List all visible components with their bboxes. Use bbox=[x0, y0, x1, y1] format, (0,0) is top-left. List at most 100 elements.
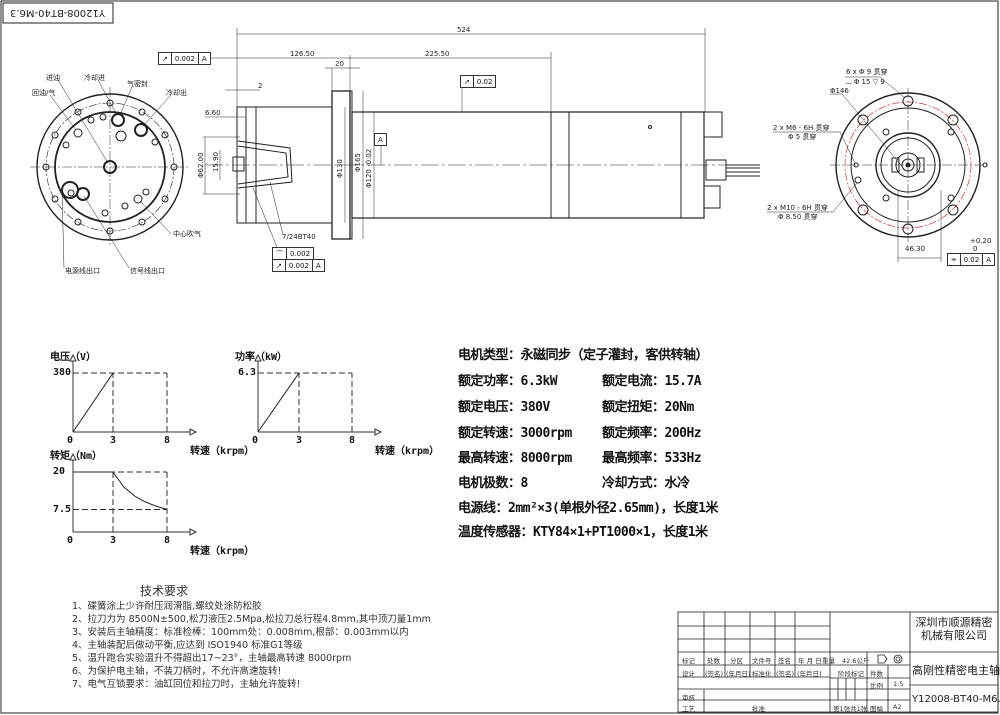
tb-cell: (年月日) bbox=[797, 670, 822, 678]
series-line-falloff bbox=[112, 471, 168, 510]
requirement-item: 6、为保护电主轴，不装刀柄时，不允许高速旋转! bbox=[72, 666, 282, 677]
dim-d130: Φ130 bbox=[336, 159, 344, 178]
x-axis-arrow bbox=[189, 528, 198, 536]
series-line-rising bbox=[257, 372, 300, 433]
dim-d165: Φ165 bbox=[354, 153, 362, 172]
tb-size: A2 bbox=[893, 703, 902, 711]
tb-cell: 标准化 bbox=[752, 670, 772, 678]
tol-value: 0.002 bbox=[286, 260, 313, 271]
series-line-rising bbox=[72, 372, 114, 433]
spec-temp-sensor: 温度传感器：KTY84×1+PT1000×1，长度1米 bbox=[458, 525, 708, 540]
dim-step: 2 bbox=[258, 82, 263, 90]
spec-item: 冷却方式：水冷 bbox=[602, 476, 690, 491]
tb-cell: (年月日) bbox=[726, 670, 751, 678]
corner-number-box bbox=[2, 2, 114, 24]
spec-item: 额定功率：6.3kW bbox=[458, 374, 558, 389]
x-tick-label: 8 bbox=[164, 535, 171, 546]
tb-scale: 1:5 bbox=[893, 680, 904, 688]
tb-header: 签名 bbox=[778, 657, 791, 665]
corner-drawing-number: Y12008-BT40-M6.3 bbox=[10, 7, 106, 18]
label-center-air: 中心吹气 bbox=[173, 230, 201, 238]
chart-title: 功率（kW） bbox=[235, 352, 288, 363]
tb-company: 深圳市顺源精密机械有限公司 bbox=[915, 616, 993, 642]
y-tick-label: 20 bbox=[53, 466, 66, 477]
x-tick-label: 0 bbox=[67, 435, 74, 446]
runout-icon: ↗ bbox=[461, 76, 474, 87]
spec-item: 额定电压：380V bbox=[458, 400, 550, 415]
dim-width-lower: 0 bbox=[973, 245, 978, 253]
tb-quantity: 件数 bbox=[870, 670, 883, 678]
x-axis-arrow bbox=[374, 428, 383, 436]
spec-power-cable: 电源线：2mm²×3(单根外径2.65mm)，长度1米 bbox=[458, 501, 718, 516]
x-axis-label: 转速（krpm） bbox=[190, 546, 255, 557]
label-cool-out: 冷却出 bbox=[166, 89, 187, 97]
dim-overall: 524 bbox=[457, 26, 471, 34]
tb-process: 工艺 bbox=[682, 705, 695, 713]
dim-front: 126.50 bbox=[290, 50, 315, 58]
tb-header: 分区 bbox=[730, 657, 743, 665]
dim-nose-dia: Φ62.00 bbox=[197, 152, 205, 178]
tol-datum: A bbox=[201, 54, 207, 63]
symmetry-icon: ⌯ bbox=[948, 254, 961, 265]
tb-header: 年 月 日 bbox=[798, 657, 822, 665]
label-oil-in: 进油 bbox=[46, 74, 60, 82]
tb-review: 审核 bbox=[682, 694, 695, 702]
tb-sheet: 第1张共1张 bbox=[833, 705, 868, 713]
tb-cell: (签名) bbox=[705, 670, 724, 678]
x-tick-label: 8 bbox=[349, 435, 356, 446]
tol-value: 0.02 bbox=[961, 254, 984, 265]
tb-product: 高刚性精密电主轴 bbox=[912, 664, 1000, 677]
dim-key: 15.90 bbox=[212, 151, 220, 172]
spec-item: 最高频率：533Hz bbox=[602, 451, 702, 466]
tb-scale-label: 比例 bbox=[870, 682, 883, 690]
tb-size-label: 图幅 bbox=[870, 705, 883, 713]
dim-width: 46.30 bbox=[905, 245, 926, 253]
label-m6-drill: Φ 5 贯穿 bbox=[788, 133, 817, 141]
label-oil-return: 回油/气 bbox=[32, 89, 56, 97]
requirement-item: 7、电气互锁要求：油缸回位和拉刀时，主轴允许旋转! bbox=[72, 679, 301, 690]
spec-item: 额定电流：15.7A bbox=[602, 374, 702, 389]
y-axis-arrow bbox=[254, 353, 262, 362]
dim-width-upper: +0.20 bbox=[970, 237, 992, 245]
dim-rear: 225.50 bbox=[425, 50, 450, 58]
spec-type: 电机类型：永磁同步（定子灌封，客供转轴） bbox=[458, 348, 709, 363]
tol-datum: A bbox=[315, 261, 321, 270]
x-tick-label: 0 bbox=[252, 435, 259, 446]
runout-icon: ↗ bbox=[159, 53, 172, 64]
tb-cell: (签名) bbox=[776, 670, 795, 678]
x-axis-arrow bbox=[189, 428, 198, 436]
x-tick-label: 8 bbox=[164, 435, 171, 446]
x-tick-label: 3 bbox=[110, 535, 117, 546]
requirement-item: 2、拉刀力为 8500N±500,松刀液压2.5Mpa,松拉刀总行程4.8mm,… bbox=[72, 614, 431, 625]
spec-item: 最高转速：8000rpm bbox=[458, 451, 572, 466]
tb-approve: 批准 bbox=[752, 705, 765, 713]
dim-taper: 7/24BT40 bbox=[282, 233, 316, 241]
left-end-view bbox=[30, 79, 190, 269]
tol-value: 0.002 bbox=[172, 53, 199, 64]
label-pcd: Φ146 bbox=[830, 87, 849, 95]
label-cool-in: 冷却进 bbox=[84, 74, 105, 82]
chart-title: 转矩（Nm） bbox=[50, 451, 103, 462]
dim-d120: Φ120 -0.02 bbox=[365, 148, 373, 188]
label-m10: 2 x M10 - 6H 贯穿 bbox=[767, 204, 828, 212]
dim-nose: 6.60 bbox=[205, 109, 221, 117]
tol-runout-body: ↗0.02 bbox=[460, 75, 497, 88]
tb-weight: 42.6公斤 bbox=[842, 657, 870, 665]
label-signal-out: 信号线出口 bbox=[130, 267, 165, 275]
y-tick-label: 6.3 bbox=[238, 367, 257, 378]
label-power-out: 电源线出口 bbox=[65, 267, 100, 275]
x-axis-label: 转速（krpm） bbox=[190, 446, 255, 457]
tol-value: 0.002 bbox=[290, 249, 311, 258]
requirement-item: 5、温升跑合实验温升不得超出17~23°，主轴最高转速 8000rpm bbox=[72, 653, 352, 664]
performance-charts bbox=[69, 353, 383, 536]
label-m6: 2 x M6 - 6H 贯穿 bbox=[773, 124, 830, 132]
x-tick-label: 3 bbox=[296, 435, 303, 446]
title-block-grid bbox=[677, 611, 999, 713]
spec-item: 额定频率：200Hz bbox=[602, 426, 702, 441]
y-axis-arrow bbox=[69, 452, 77, 461]
spec-item: 额定转速：3000rpm bbox=[458, 426, 572, 441]
x-tick-label: 3 bbox=[110, 435, 117, 446]
